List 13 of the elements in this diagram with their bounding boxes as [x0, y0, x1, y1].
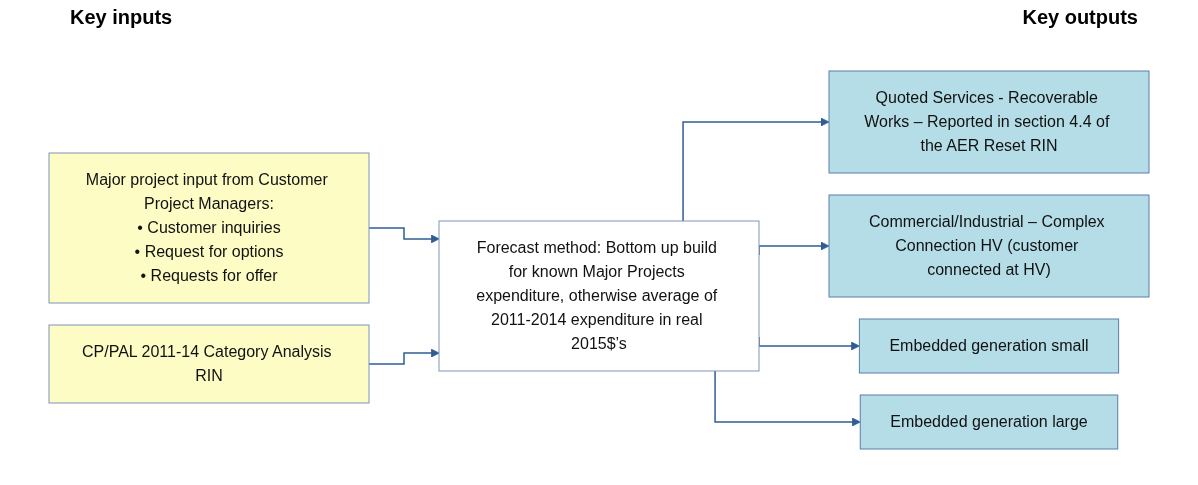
- node-box: Major project input from Customer Project Managers: • Customer inquiries • Request for options • Requests for offer: [48, 152, 370, 304]
- node-box: Quoted Services - Recoverable Works – Reported in section 4.4 of the AER Reset RIN: [828, 70, 1150, 174]
- arrow: [682, 117, 830, 222]
- node-box: Forecast method: Bottom up build for known Major Projects expenditure, otherwise average of 2011-2014 expenditure in real 2015$’s: [438, 220, 760, 372]
- node-box: Embedded generation small: [858, 318, 1120, 374]
- column-heading: Key outputs: [1022, 6, 1138, 30]
- arrow: [368, 348, 440, 365]
- node-box: Commercial/Industrial – Complex Connection HV (customer connected at HV): [828, 194, 1150, 298]
- node-box: Embedded generation large: [859, 394, 1119, 450]
- arrow: [714, 370, 861, 427]
- node-box: CP/PAL 2011-14 Category Analysis RIN: [48, 324, 370, 404]
- arrow: [368, 227, 440, 244]
- column-heading: Key inputs: [70, 6, 173, 30]
